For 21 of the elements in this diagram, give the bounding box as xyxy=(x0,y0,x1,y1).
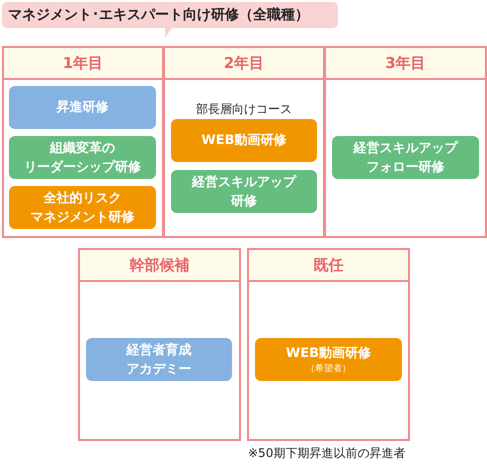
column-box xyxy=(78,248,241,441)
column-header: 幹部候補 xyxy=(80,250,239,282)
course-box: 経営スキルアップフォロー研修 xyxy=(332,136,479,179)
course-box: 組織変革のリーダーシップ研修 xyxy=(9,136,156,179)
column-box xyxy=(163,46,325,238)
course-box: 経営スキルアップ研修 xyxy=(171,170,317,213)
column-box xyxy=(324,46,487,238)
column-header: 2年目 xyxy=(165,48,323,80)
course-note: 部長層向けコース xyxy=(196,101,292,118)
course-box: 昇進研修 xyxy=(9,86,156,129)
column-header: 3年目 xyxy=(326,48,485,80)
footnote: ※50期下期昇進以前の昇進者 xyxy=(248,445,406,462)
course-box: WEB動画研修 （希望者） xyxy=(255,338,402,381)
title: マネジメント･エキスパート向け研修（全職種） xyxy=(8,7,309,23)
column-header: 既任 xyxy=(249,250,408,282)
column-box xyxy=(2,46,164,238)
course-box: WEB動画研修 xyxy=(171,119,317,162)
column-header: 1年目 xyxy=(4,48,162,80)
column-box xyxy=(247,248,410,441)
course-box: 全社的リスクマネジメント研修 xyxy=(9,186,156,229)
course-box: 経営者育成アカデミー xyxy=(86,338,232,381)
